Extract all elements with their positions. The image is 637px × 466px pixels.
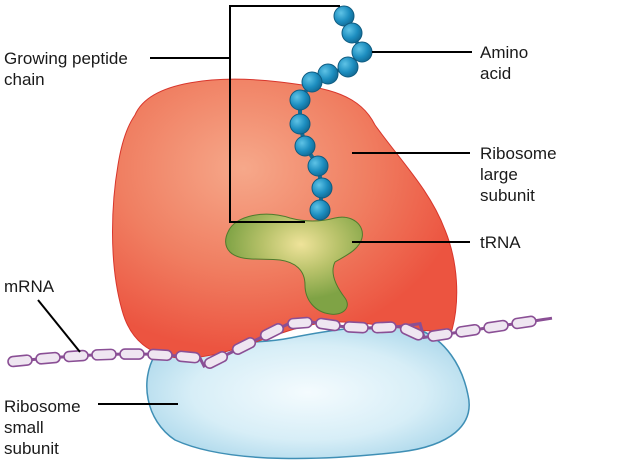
mrna-codon-segment bbox=[371, 321, 397, 334]
mrna-codon-segment bbox=[175, 350, 201, 364]
mrna-codon-segment bbox=[7, 354, 33, 368]
amino-acid-bead bbox=[307, 155, 329, 177]
mrna-codon-segment bbox=[287, 316, 313, 330]
mrna-label-text: mRNA bbox=[4, 277, 55, 296]
amino-acid-bead bbox=[311, 177, 333, 199]
mrna-codon-segment bbox=[259, 323, 285, 341]
amino-acid-bead bbox=[341, 22, 363, 44]
small-subunit-label-line2: small bbox=[4, 418, 44, 437]
amino-acid-bead bbox=[289, 89, 311, 111]
trna-molecule bbox=[225, 213, 363, 315]
peptide-chain-label: Growing peptide chain bbox=[4, 48, 128, 90]
mrna-codon-segment bbox=[455, 323, 481, 338]
amino-acid-label-line2: acid bbox=[480, 64, 512, 83]
mrna-label: mRNA bbox=[4, 276, 54, 297]
amino-acid-bead bbox=[333, 5, 355, 27]
peptide-chain-label-line1: Growing peptide bbox=[4, 49, 128, 68]
amino-acid-bead bbox=[294, 135, 316, 157]
mrna-codon-segment bbox=[203, 351, 229, 369]
mrna-leader-line bbox=[37, 299, 81, 353]
ribosome-small-subunit bbox=[146, 325, 470, 460]
mrna-codon-segment bbox=[35, 351, 61, 365]
large-subunit-label-line2: large bbox=[480, 165, 518, 184]
peptide-bracket-line bbox=[229, 5, 340, 223]
amino-acid-bead bbox=[301, 71, 323, 93]
mrna-strand bbox=[7, 315, 553, 369]
mrna-codon-segment bbox=[483, 319, 509, 334]
mrna-codon-segment bbox=[343, 321, 369, 334]
mrna-codon-segment bbox=[63, 349, 89, 363]
large-subunit-label-line1: Ribosome bbox=[480, 144, 557, 163]
trna-label-text: tRNA bbox=[480, 233, 521, 252]
mrna-codon-segment bbox=[91, 348, 117, 361]
amino-acid-bead bbox=[289, 113, 311, 135]
peptide-chain bbox=[289, 5, 373, 221]
large-subunit-label: Ribosome large subunit bbox=[480, 143, 557, 206]
small-subunit-label-line1: Ribosome bbox=[4, 397, 81, 416]
peptide-chain-label-line2: chain bbox=[4, 70, 45, 89]
large-subunit-label-line3: subunit bbox=[480, 186, 535, 205]
mrna-codon-segment bbox=[119, 348, 145, 360]
amino-acid-bead bbox=[309, 199, 331, 221]
mrna-codon-segment bbox=[511, 315, 537, 330]
mrna-codon-segment bbox=[399, 323, 425, 341]
mrna-codon-segment bbox=[315, 317, 341, 332]
mrna-codon-segment bbox=[231, 337, 257, 355]
mrna-codon-segment bbox=[147, 348, 173, 362]
small-subunit-label: Ribosome small subunit bbox=[4, 396, 81, 459]
amino-acid-bead bbox=[337, 56, 359, 78]
mrna-codon-segment bbox=[427, 328, 453, 342]
amino-acid-label: Amino acid bbox=[480, 42, 528, 84]
amino-acid-label-line1: Amino bbox=[480, 43, 529, 62]
trna-label: tRNA bbox=[480, 232, 521, 253]
amino-acid-bead bbox=[351, 41, 373, 63]
small-subunit-label-line3: subunit bbox=[4, 439, 59, 458]
